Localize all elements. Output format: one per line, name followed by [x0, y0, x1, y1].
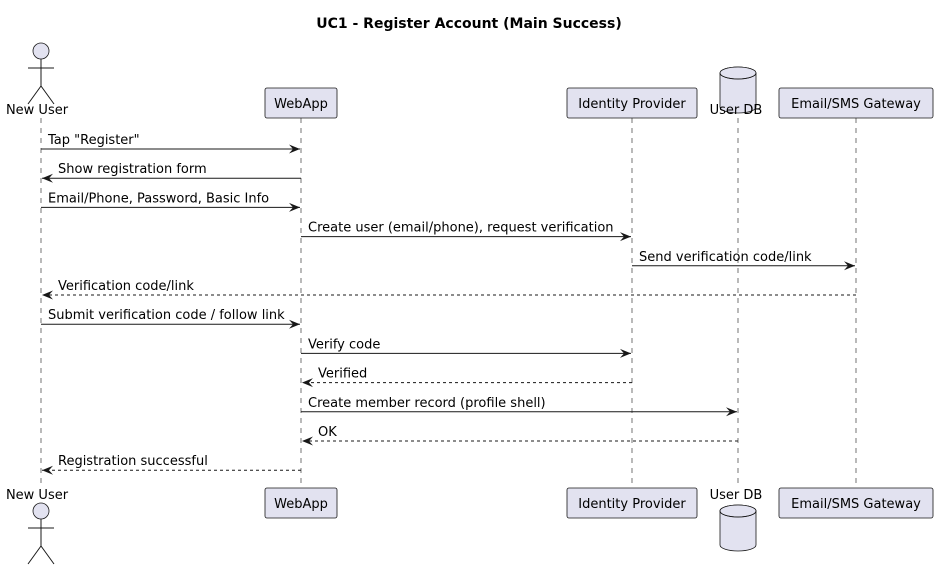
- actor-head: [32, 502, 50, 520]
- actor-leg-left: [27, 85, 42, 105]
- participant-box-bottom: Email/SMS Gateway: [778, 487, 934, 519]
- diagram-title: UC1 - Register Account (Main Success): [316, 16, 622, 32]
- message: Show registration form: [42, 162, 301, 183]
- actor-stick-figure-icon-bottom: [27, 502, 55, 565]
- actor-leg-left: [27, 545, 42, 565]
- participant-label-bottom: User DB: [710, 488, 763, 503]
- participant-label-bottom: WebApp: [274, 497, 328, 512]
- message: Registration successful: [42, 454, 301, 475]
- arrowhead-icon: [726, 407, 737, 417]
- arrowhead-icon: [620, 232, 631, 242]
- actor-head: [32, 42, 50, 60]
- arrowhead-icon: [289, 144, 300, 154]
- participant-label-top: Identity Provider: [578, 97, 686, 112]
- messages: Tap "Register" Show registration formEmai…: [41, 133, 856, 475]
- message: OK: [302, 425, 738, 446]
- message-label: OK: [318, 425, 337, 440]
- participant-box-rect: [566, 487, 698, 519]
- arrowhead-icon: [42, 290, 53, 300]
- participant-box-top: Email/SMS Gateway: [778, 87, 934, 119]
- arrowhead-icon: [620, 348, 631, 358]
- participant-box-rect: [566, 87, 698, 119]
- message: Send verification code/link: [632, 250, 855, 271]
- message-label: Email/Phone, Password, Basic Info: [48, 191, 269, 206]
- message-label: Verification code/link: [58, 279, 194, 294]
- database-rim: [719, 510, 757, 518]
- message-label: Show registration form: [58, 162, 207, 177]
- participant-box-top: WebApp: [264, 87, 338, 119]
- participant-label-top: Email/SMS Gateway: [791, 97, 921, 112]
- database-cylinder-icon-top: [719, 66, 757, 114]
- message: Create member record (profile shell): [301, 396, 737, 417]
- message: Email/Phone, Password, Basic Info: [41, 191, 300, 212]
- participant-box-rect: [778, 87, 934, 119]
- arrowhead-icon: [289, 319, 300, 329]
- participant-box-bottom: WebApp: [264, 487, 338, 519]
- arrowhead-icon: [302, 378, 313, 388]
- arrowhead-icon: [302, 436, 313, 446]
- participant-label-top: WebApp: [274, 97, 328, 112]
- message: Create user (email/phone), request verif…: [301, 221, 631, 242]
- participant-label-bottom: New User: [6, 488, 69, 503]
- message: Verify code: [301, 337, 631, 358]
- actor-leg-right: [40, 85, 55, 105]
- actor-stick-figure-icon-top: [27, 42, 55, 105]
- message: Tap "Register": [41, 133, 300, 154]
- actor-leg-right: [40, 545, 55, 565]
- message-label: Create user (email/phone), request verif…: [308, 221, 614, 236]
- message: Submit verification code / follow link: [41, 308, 300, 329]
- arrowhead-icon: [844, 261, 855, 271]
- message: Verified: [302, 367, 632, 388]
- database-rim: [719, 72, 757, 80]
- arrowhead-icon: [42, 173, 53, 183]
- participant-label-bottom: Email/SMS Gateway: [791, 497, 921, 512]
- arrowhead-icon: [42, 465, 53, 475]
- message-label: Verify code: [308, 337, 380, 352]
- message-label: Send verification code/link: [639, 250, 812, 265]
- participant-box-rect: [778, 487, 934, 519]
- participant-box-rect: [264, 487, 338, 519]
- participant-label-bottom: Identity Provider: [578, 497, 686, 512]
- message: Verification code/link: [42, 279, 856, 300]
- message-label: Submit verification code / follow link: [48, 308, 285, 323]
- message-label: Registration successful: [58, 454, 208, 469]
- participant-box-top: Identity Provider: [566, 87, 698, 119]
- participant-label-top: User DB: [710, 103, 763, 118]
- message-label: Verified: [318, 367, 367, 382]
- lifelines: [40, 118, 857, 488]
- arrowhead-icon: [289, 202, 300, 212]
- participant-box-rect: [264, 87, 338, 119]
- participant-box-bottom: Identity Provider: [566, 487, 698, 519]
- message-label: Create member record (profile shell): [308, 396, 546, 411]
- database-cylinder-icon-bottom: [719, 504, 757, 552]
- message-label: Tap "Register": [47, 133, 140, 148]
- participant-label-top: New User: [6, 103, 69, 118]
